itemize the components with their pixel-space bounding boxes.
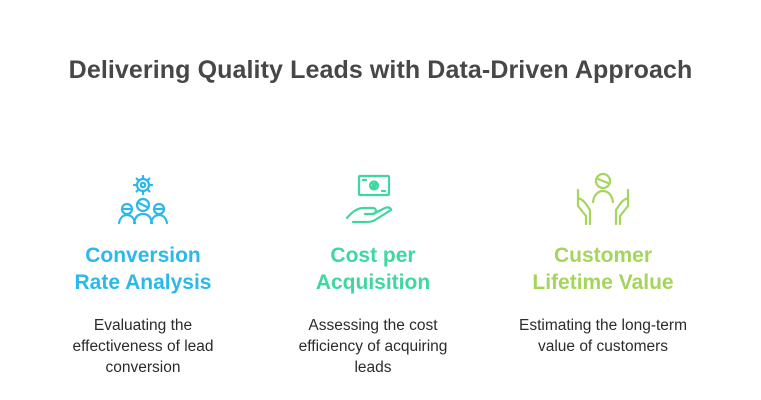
item-conversion-rate-analysis: Conversion Rate Analysis Evaluating the …	[28, 168, 258, 378]
item-customer-lifetime-value: Customer Lifetime Value Estimating the l…	[488, 168, 718, 357]
item-cost-per-acquisition: Cost per Acquisition Assessing the cost …	[258, 168, 488, 378]
item-heading-line: Lifetime Value	[532, 271, 674, 294]
team-gear-icon	[117, 174, 169, 225]
item-heading-line: Conversion	[85, 244, 201, 267]
item-description: Evaluating the effectiveness of lead con…	[72, 317, 214, 376]
page-title: Delivering Quality Leads with Data-Drive…	[68, 56, 693, 84]
item-heading: Customer Lifetime Value	[503, 242, 703, 296]
item-heading: Conversion Rate Analysis	[43, 242, 243, 296]
item-heading: Cost per Acquisition	[273, 242, 473, 296]
item-heading-line: Customer	[553, 244, 653, 267]
hand-money-icon	[345, 174, 393, 224]
item-heading-line: Cost per	[330, 244, 416, 267]
customer-care-icon	[576, 172, 630, 226]
item-heading-line: Rate Analysis	[74, 271, 212, 294]
item-description: Assessing the cost efficiency of acquiri…	[298, 317, 448, 376]
item-heading-line: Acquisition	[315, 271, 431, 294]
item-description: Estimating the long-term value of custom…	[519, 317, 687, 355]
